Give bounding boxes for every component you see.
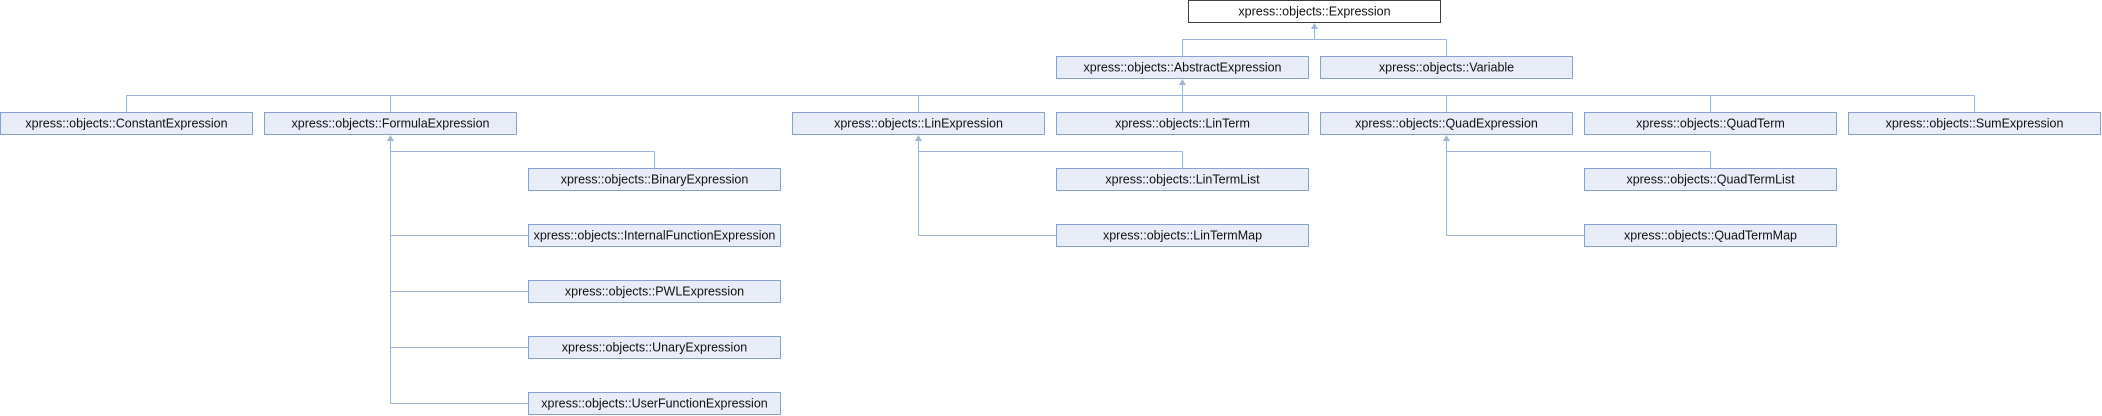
class-box <box>528 336 781 359</box>
class-box <box>1320 56 1573 79</box>
class-box <box>1584 224 1837 247</box>
class-box <box>1056 224 1309 247</box>
class-label: xpress::objects::Variable <box>1379 60 1514 74</box>
class-node-expression[interactable]: xpress::objects::Expression <box>1188 0 1441 23</box>
class-node-lin-expression[interactable]: xpress::objects::LinExpression <box>792 112 1045 135</box>
class-label: xpress::objects::SumExpression <box>1886 116 2064 130</box>
class-label: xpress::objects::QuadTermMap <box>1624 228 1797 242</box>
arrow-to-expression <box>1311 23 1318 29</box>
class-label: xpress::objects::ConstantExpression <box>25 116 227 130</box>
class-label: xpress::objects::QuadTermList <box>1626 172 1795 186</box>
arrow-to-abstract-expression <box>1179 79 1186 85</box>
class-label: xpress::objects::LinExpression <box>834 116 1003 130</box>
class-box <box>1848 112 2101 135</box>
class-box <box>528 224 781 247</box>
class-box <box>528 280 781 303</box>
class-node-binary-expression[interactable]: xpress::objects::BinaryExpression <box>528 168 781 191</box>
class-node-lin-term-list[interactable]: xpress::objects::LinTermList <box>1056 168 1309 191</box>
class-node-constant-expression[interactable]: xpress::objects::ConstantExpression <box>0 112 253 135</box>
class-box <box>1056 168 1309 191</box>
class-box <box>0 112 253 135</box>
class-label: xpress::objects::PWLExpression <box>565 284 744 298</box>
class-node-lin-term-map[interactable]: xpress::objects::LinTermMap <box>1056 224 1309 247</box>
class-label: xpress::objects::FormulaExpression <box>292 116 490 130</box>
class-node-abstract-expression[interactable]: xpress::objects::AbstractExpression <box>1056 56 1309 79</box>
class-node-pwl-expression[interactable]: xpress::objects::PWLExpression <box>528 280 781 303</box>
class-label: xpress::objects::InternalFunctionExpress… <box>534 228 776 242</box>
class-box <box>528 392 781 415</box>
class-label: xpress::objects::QuadExpression <box>1355 116 1538 130</box>
class-label: xpress::objects::LinTermList <box>1105 172 1260 186</box>
class-node-formula-expression[interactable]: xpress::objects::FormulaExpression <box>264 112 517 135</box>
class-label: xpress::objects::LinTermMap <box>1103 228 1262 242</box>
inheritance-edges <box>126 23 1975 404</box>
class-label: xpress::objects::QuadTerm <box>1636 116 1785 130</box>
class-node-sum-expression[interactable]: xpress::objects::SumExpression <box>1848 112 2101 135</box>
class-label: xpress::objects::LinTerm <box>1115 116 1250 130</box>
class-node-quad-term-list[interactable]: xpress::objects::QuadTermList <box>1584 168 1837 191</box>
class-node-quad-term[interactable]: xpress::objects::QuadTerm <box>1584 112 1837 135</box>
class-box <box>1056 112 1309 135</box>
class-node-unary-expression[interactable]: xpress::objects::UnaryExpression <box>528 336 781 359</box>
class-label: xpress::objects::BinaryExpression <box>561 172 749 186</box>
class-box <box>1056 56 1309 79</box>
class-label: xpress::objects::AbstractExpression <box>1084 60 1282 74</box>
class-box <box>264 112 517 135</box>
class-node-variable[interactable]: xpress::objects::Variable <box>1320 56 1573 79</box>
class-node-quad-expression[interactable]: xpress::objects::QuadExpression <box>1320 112 1573 135</box>
class-label: xpress::objects::Expression <box>1238 4 1390 18</box>
class-box <box>1188 0 1441 23</box>
class-box <box>1584 168 1837 191</box>
class-box <box>528 168 781 191</box>
class-label: xpress::objects::UserFunctionExpression <box>541 396 768 410</box>
class-node-quad-term-map[interactable]: xpress::objects::QuadTermMap <box>1584 224 1837 247</box>
class-box <box>1320 112 1573 135</box>
class-label: xpress::objects::UnaryExpression <box>562 340 748 354</box>
class-node-internal-function-expression[interactable]: xpress::objects::InternalFunctionExpress… <box>528 224 781 247</box>
class-box <box>792 112 1045 135</box>
class-node-user-function-expression[interactable]: xpress::objects::UserFunctionExpression <box>528 392 781 415</box>
class-node-lin-term[interactable]: xpress::objects::LinTerm <box>1056 112 1309 135</box>
class-box <box>1584 112 1837 135</box>
